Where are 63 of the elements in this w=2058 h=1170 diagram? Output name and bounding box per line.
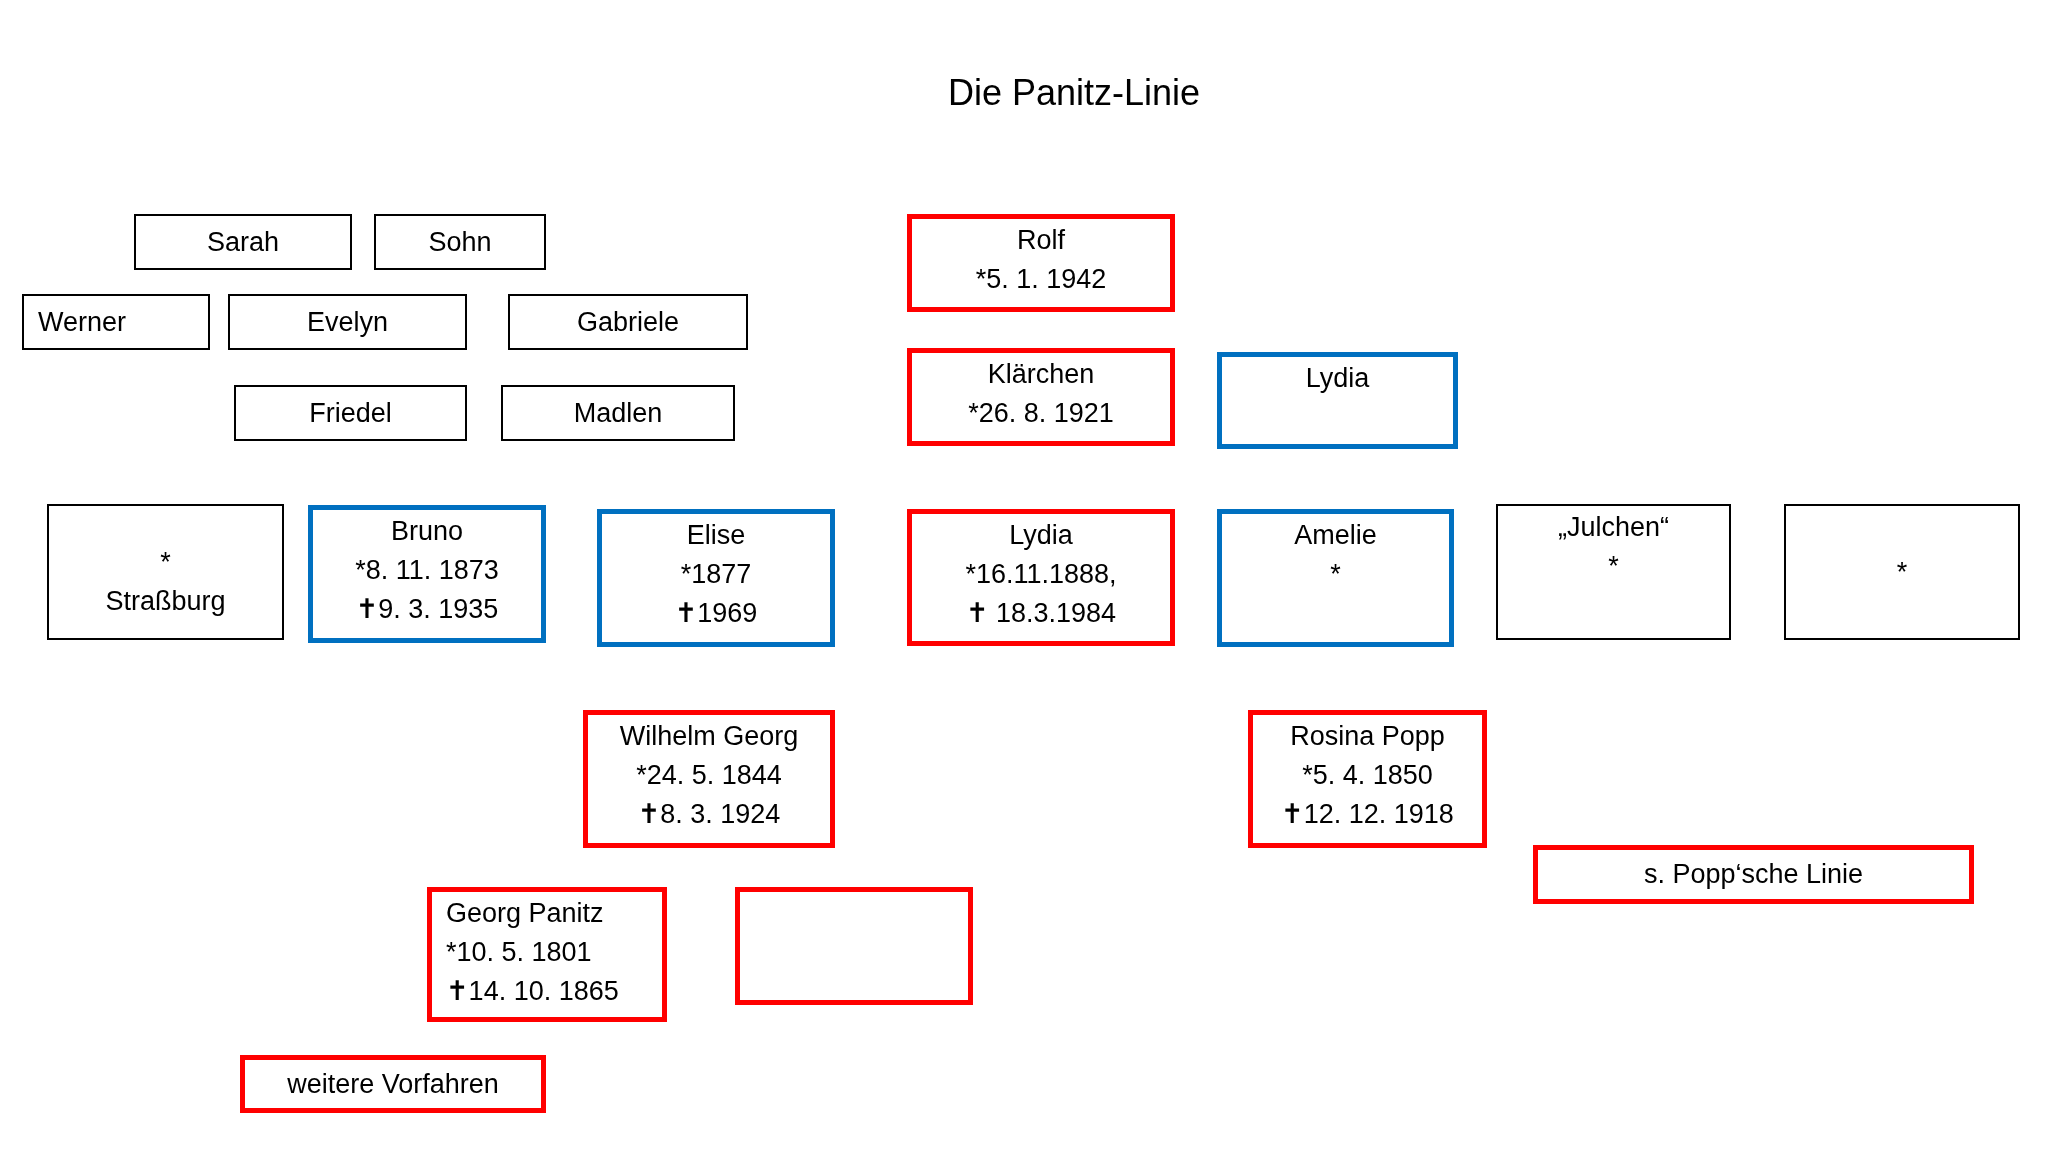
person-box (907, 509, 1175, 646)
person-name: weitere Vorfahren (287, 1067, 499, 1101)
person-box (1248, 710, 1487, 848)
life-dates: Straßburg (105, 585, 226, 618)
person-box (22, 294, 210, 350)
diagram-title: Die Panitz-Linie (947, 72, 1201, 114)
person-name: Friedel (309, 396, 392, 430)
person-name: Evelyn (306, 305, 388, 339)
life-dates: * (1330, 558, 1341, 591)
person-box (228, 294, 467, 350)
person-name: Rolf (1017, 224, 1065, 257)
person-box (907, 214, 1175, 312)
person-name: Lydia (1305, 362, 1370, 395)
person-box (308, 505, 546, 643)
life-dates: *24. 5. 1844 (636, 759, 782, 792)
person-name: Lydia (1009, 519, 1073, 552)
life-dates: * (1608, 550, 1619, 583)
person-name: Werner (38, 305, 127, 339)
life-dates: *5. 1. 1942 (975, 263, 1107, 296)
person-box (427, 887, 667, 1022)
person-name: Rosina Popp (1290, 720, 1445, 753)
person-box (597, 509, 835, 647)
person-name: * (160, 546, 171, 579)
life-dates: *10. 5. 1801 (446, 936, 592, 969)
person-name: Georg Panitz (446, 897, 604, 930)
person-name: Sohn (428, 225, 492, 259)
person-box (907, 348, 1175, 446)
person-box (134, 214, 352, 270)
person-box (501, 385, 735, 441)
person-name: Gabriele (576, 305, 680, 339)
person-name: Sarah (206, 225, 280, 259)
life-dates: ✝1969 (674, 597, 758, 630)
person-box (583, 710, 835, 848)
person-name: Bruno (390, 515, 464, 548)
life-dates: *26. 8. 1921 (968, 397, 1114, 430)
person-box (47, 504, 284, 640)
life-dates: ✝12. 12. 1918 (1281, 798, 1454, 831)
life-dates: ✝ 18.3.1984 (965, 597, 1117, 630)
life-dates: ✝8. 3. 1924 (637, 798, 781, 831)
person-box (1784, 504, 2020, 640)
person-name: Madlen (573, 396, 663, 430)
life-dates: *8. 11. 1873 (355, 554, 499, 587)
person-box (1496, 504, 1731, 640)
person-box (234, 385, 467, 441)
person-name: Wilhelm Georg (619, 720, 799, 753)
person-box (240, 1055, 546, 1113)
life-dates: ✝14. 10. 1865 (446, 975, 619, 1008)
life-dates: ✝9. 3. 1935 (355, 593, 499, 626)
person-name: Amelie (1294, 519, 1377, 552)
person-name: s. Popp‘sche Linie (1643, 858, 1864, 891)
life-dates: *16.11.1888, (965, 558, 1117, 591)
person-box (508, 294, 748, 350)
empty-box (735, 887, 973, 1005)
life-dates: *5. 4. 1850 (1302, 759, 1433, 792)
person-name: Klärchen (987, 358, 1095, 391)
person-name: Elise (686, 519, 746, 552)
person-box (1533, 845, 1974, 904)
person-box (1217, 352, 1458, 449)
person-name: * (1896, 555, 1908, 589)
person-box (1217, 509, 1454, 647)
person-box (374, 214, 546, 270)
life-dates: *1877 (680, 558, 752, 591)
person-name: „Julchen“ (1557, 511, 1669, 544)
